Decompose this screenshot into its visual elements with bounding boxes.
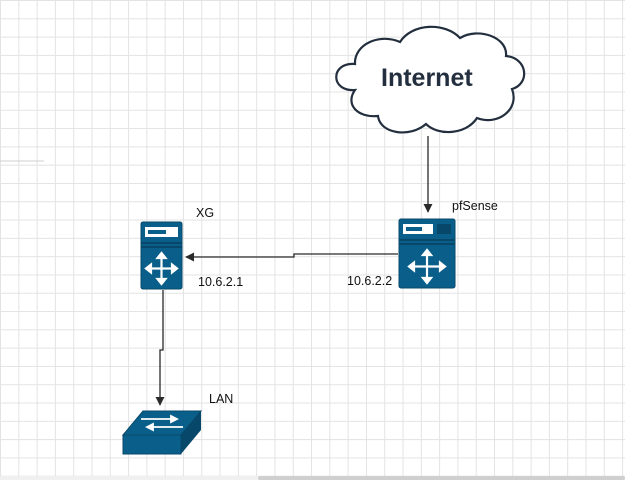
- cloud-shape: [335, 25, 526, 134]
- internet-cloud-node[interactable]: [335, 25, 526, 134]
- lan-label: LAN: [209, 392, 234, 406]
- xg-router-icon[interactable]: [140, 221, 183, 290]
- connector-pfsense-xg[interactable]: [185, 252, 398, 262]
- internet-label: Internet: [381, 64, 473, 92]
- horizontal-scrollbar-thumb[interactable]: [258, 476, 625, 480]
- connector-xg-lan[interactable]: [155, 290, 165, 406]
- xg-ip-label: 10.6.2.1: [198, 275, 244, 289]
- pfsense-ip-label: 10.6.2.2: [347, 274, 393, 288]
- lan-switch-icon[interactable]: [121, 410, 203, 455]
- pfsense-router-icon[interactable]: [398, 218, 456, 289]
- xg-label: XG: [196, 206, 215, 220]
- pfsense-label: pfSense: [452, 199, 498, 213]
